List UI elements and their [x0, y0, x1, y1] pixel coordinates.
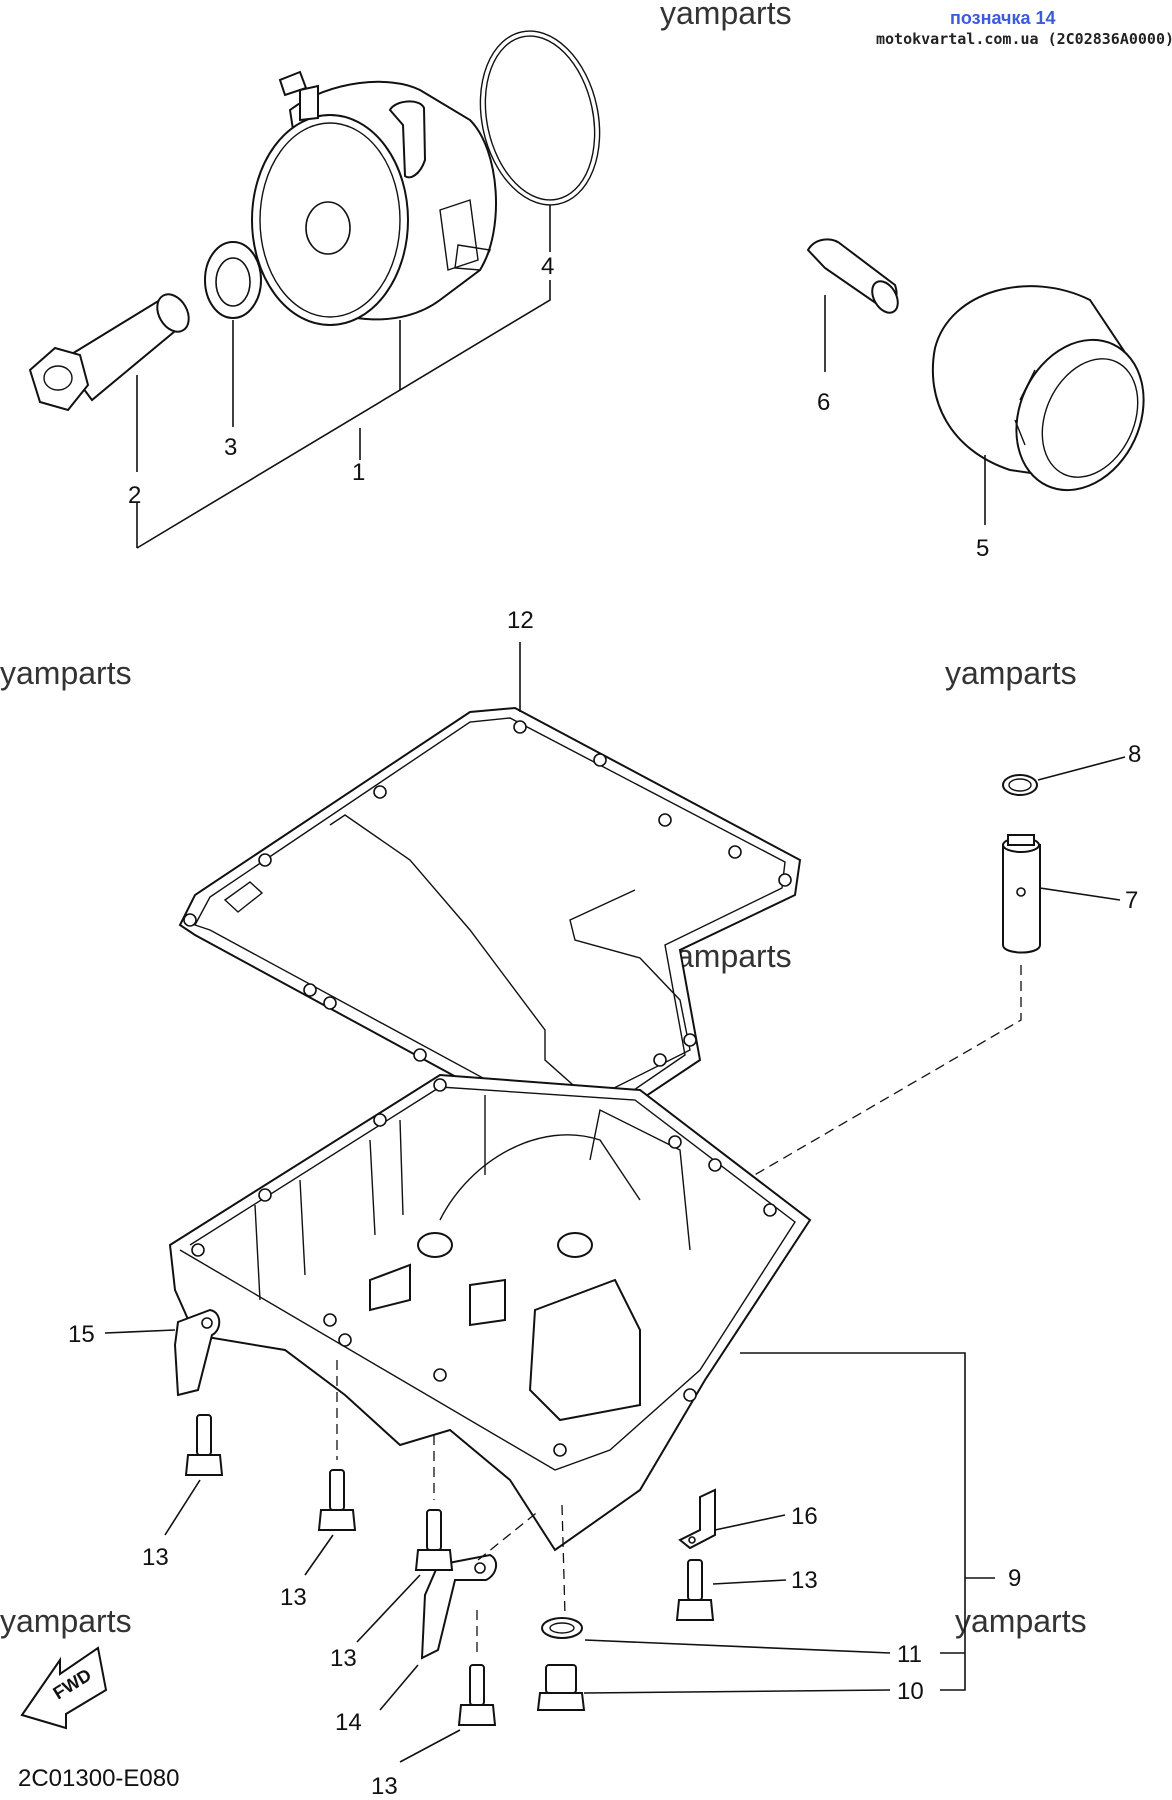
callout-7: 7 — [1125, 887, 1138, 914]
watermark: yamparts — [0, 655, 132, 691]
drain-plug-part-10 — [536, 1664, 891, 1711]
oil-filter-part-5 — [931, 285, 1145, 525]
fitting-part-6 — [806, 238, 899, 372]
header-source: motokvartal.com.ua (2C02836A0000) — [876, 30, 1172, 48]
callout-3: 3 — [224, 434, 237, 461]
bracket-part-14 — [379, 1509, 541, 1711]
callout-4: 4 — [541, 253, 554, 280]
callout-12: 12 — [507, 607, 534, 634]
oil-cooler-part-1 — [251, 70, 498, 326]
bolt-part-13 — [356, 1435, 454, 1643]
diagram-code: 2C01300-E080 — [18, 1765, 179, 1792]
dashed-connector — [659, 965, 1022, 1231]
callout-5: 5 — [976, 535, 989, 562]
watermark: yamparts — [660, 0, 792, 31]
watermark: yamparts — [955, 1603, 1087, 1639]
callout-8: 8 — [1128, 741, 1141, 768]
bracket-part-16 — [678, 1488, 786, 1550]
callout-9: 9 — [1008, 1565, 1021, 1592]
watermark: yamparts — [0, 1603, 132, 1639]
leader-lines-group-1 — [136, 205, 551, 549]
callout-13: 13 — [791, 1567, 818, 1594]
callout-11: 11 — [897, 1641, 922, 1668]
callout-13: 13 — [330, 1645, 357, 1672]
callout-2: 2 — [128, 482, 141, 509]
callout-6: 6 — [817, 389, 830, 416]
callout-1: 1 — [352, 459, 365, 486]
callout-13: 13 — [371, 1773, 398, 1800]
washer-part-3 — [204, 241, 262, 319]
callout-10: 10 — [897, 1678, 924, 1705]
bolt-part-13 — [164, 1414, 224, 1536]
callout-13: 13 — [142, 1544, 169, 1571]
gasket-part-12 — [178, 706, 802, 1132]
callout-16: 16 — [791, 1503, 818, 1530]
fwd-arrow-icon: FWD — [20, 1646, 108, 1730]
leader-lines-group-9 — [740, 1352, 995, 1691]
callout-15: 15 — [68, 1321, 95, 1348]
oil-pan-part-9 — [168, 1073, 812, 1552]
union-bolt-part-2 — [28, 293, 190, 412]
callout-13: 13 — [280, 1584, 307, 1611]
pipe-part-7 — [1002, 834, 1121, 954]
o-ring-part-8 — [1002, 756, 1126, 796]
callout-14: 14 — [335, 1709, 362, 1736]
washer-part-11 — [541, 1504, 891, 1654]
bolt-part-13 — [399, 1610, 497, 1763]
bolt-part-13 — [304, 1360, 357, 1576]
o-ring-part-4 — [479, 30, 601, 206]
watermark: yamparts — [945, 655, 1077, 691]
bolt-part-13 — [675, 1559, 787, 1621]
bracket-part-15 — [104, 1308, 221, 1397]
header-link[interactable]: позначка 14 — [950, 8, 1056, 28]
